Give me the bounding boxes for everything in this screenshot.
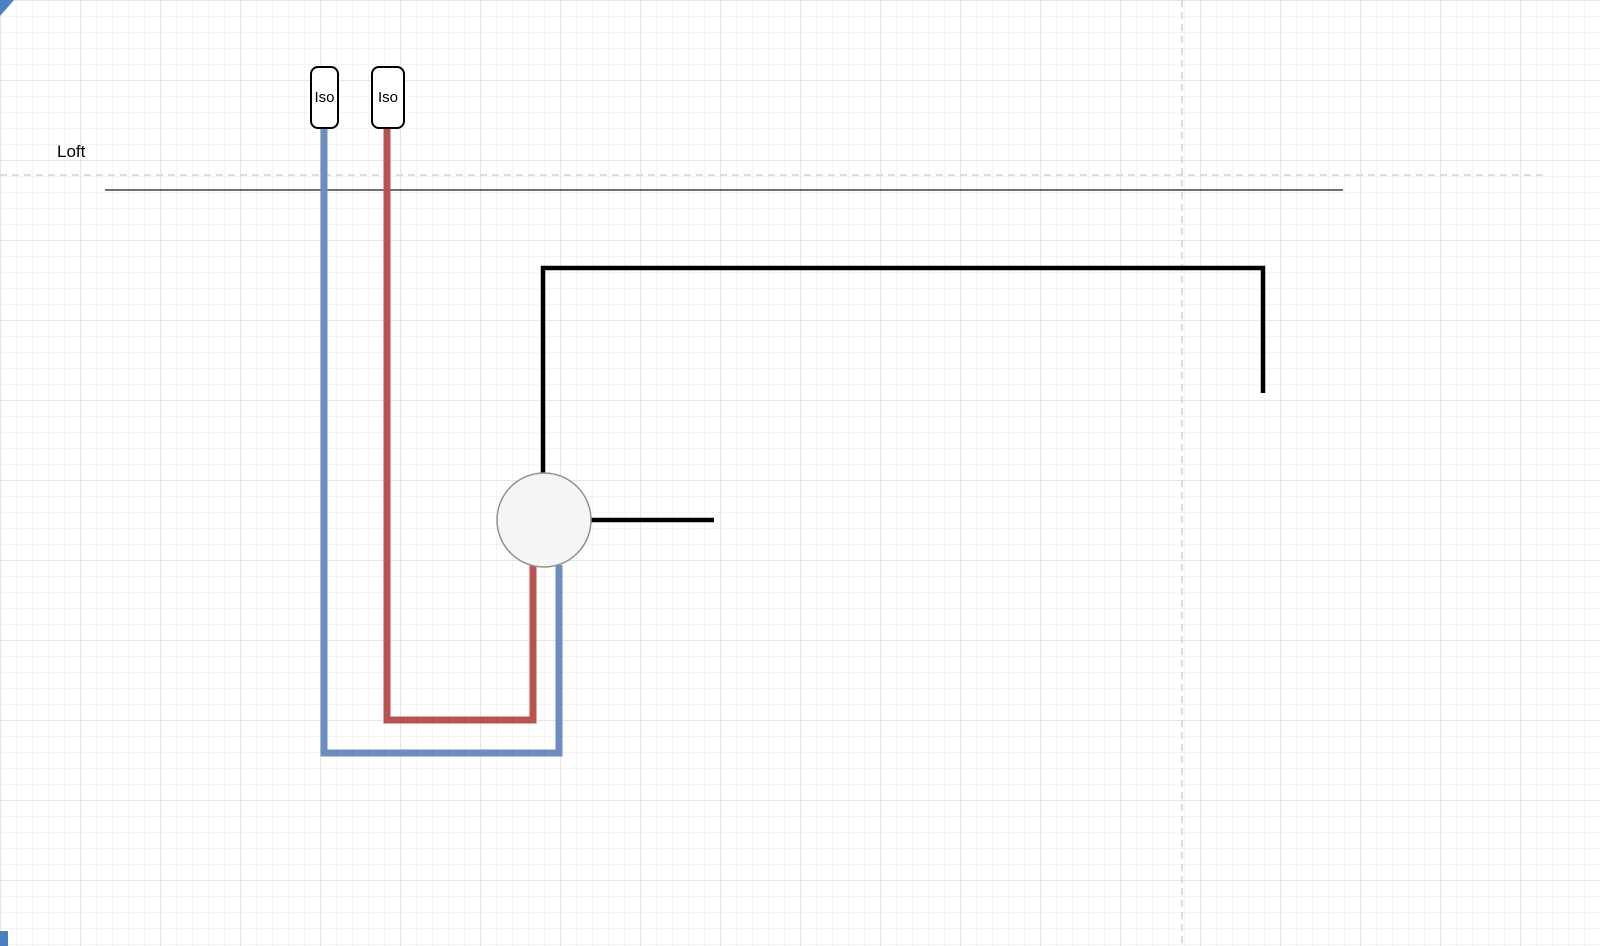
iso-valve-1-label: Iso: [314, 89, 335, 106]
iso-valve-2-label: Iso: [377, 89, 398, 106]
top-left-corner-marker[interactable]: [0, 0, 14, 16]
iso-valve-1[interactable]: Iso: [310, 66, 339, 129]
cold-water-pipe[interactable]: [320, 126, 563, 757]
pump-circle[interactable]: [496, 472, 592, 568]
iso-valve-2[interactable]: Iso: [371, 66, 405, 129]
hot-water-pipe[interactable]: [383, 126, 537, 724]
bottom-left-corner-marker[interactable]: [0, 931, 8, 946]
vent-pipe[interactable]: [540, 265, 1266, 474]
loft-label[interactable]: Loft: [57, 142, 86, 161]
